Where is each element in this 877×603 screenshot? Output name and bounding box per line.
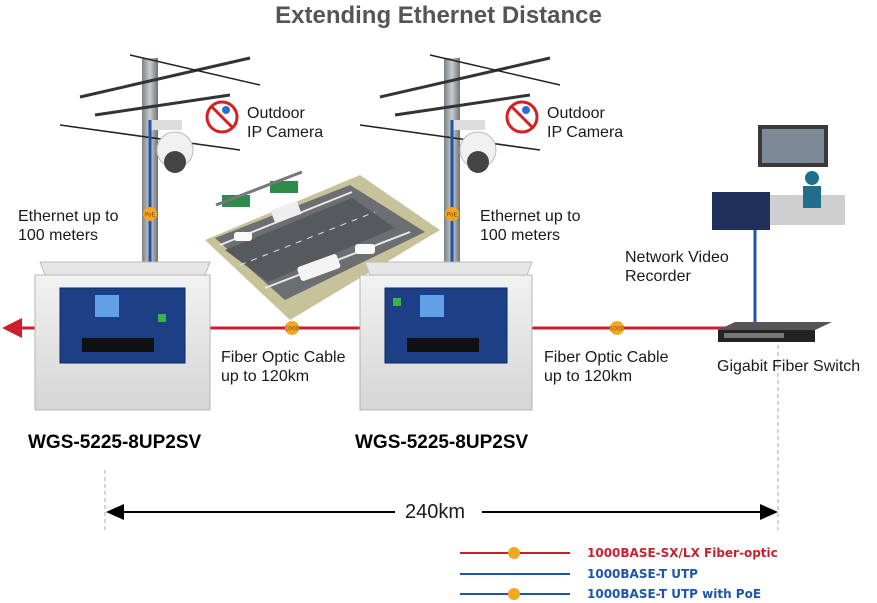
legend-label-poe: 1000BASE-T UTP with PoE — [587, 587, 762, 601]
svg-text:PoE: PoE — [447, 212, 458, 219]
svg-text:PoE: PoE — [145, 212, 156, 219]
switch-model-label: WGS-5225-8UP2SV — [355, 432, 529, 453]
legend-badge — [508, 547, 520, 559]
svg-text:1000: 1000 — [284, 326, 299, 333]
no-wireless-icon — [205, 100, 239, 134]
arrow-left-icon — [106, 504, 124, 520]
gigabit-fiber-switch — [718, 322, 832, 342]
gigabit-switch-label: Gigabit Fiber Switch — [717, 358, 861, 375]
legend-label-fiber: 1000BASE-SX/LX Fiber-optic — [587, 546, 778, 560]
fiber-badge: 1000 — [609, 321, 625, 335]
switch-model-label: WGS-5225-8UP2SV — [28, 432, 202, 453]
distance-label: 240km — [405, 501, 466, 523]
fiber-badge: 1000 — [284, 321, 300, 335]
legend-label-utp: 1000BASE-T UTP — [587, 567, 698, 581]
highway-illustration — [205, 170, 440, 320]
diagram-title: Extending Ethernet Distance — [275, 2, 602, 29]
arrow-left-icon — [2, 318, 22, 338]
ip-camera-2 — [453, 120, 497, 173]
nvr-workstation — [712, 125, 845, 230]
no-wireless-icon — [505, 100, 539, 134]
svg-text:1000: 1000 — [609, 326, 624, 333]
ip-camera-1 — [150, 120, 194, 173]
switch-cabinet-2 — [359, 261, 533, 411]
poe-badge: PoE — [445, 207, 459, 221]
arrow-right-icon — [760, 504, 778, 520]
switch-cabinet-1 — [34, 261, 211, 411]
legend-badge — [508, 588, 520, 600]
poe-badge: PoE — [143, 207, 157, 221]
